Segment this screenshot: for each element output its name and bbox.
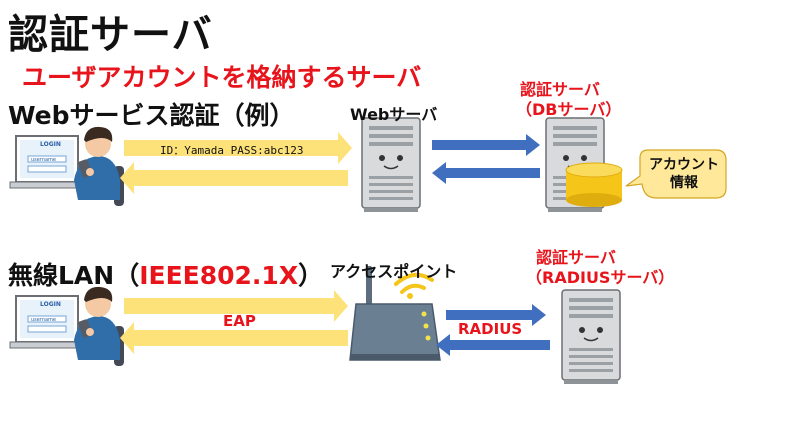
wlan-client-illustration <box>9 285 125 367</box>
eap-response-arrow <box>120 322 348 354</box>
db-auth-server-label-line2: （DBサーバ） <box>516 100 622 119</box>
web-server-label: Webサーバ <box>350 105 438 124</box>
account-info-text: アカウント 情報 <box>642 156 726 192</box>
web-section-heading: Webサービス認証（例） <box>8 101 295 130</box>
account-info-bubble <box>625 149 727 199</box>
db-response-arrow <box>432 162 540 184</box>
radius-label: RADIUS <box>458 320 523 338</box>
web-response-arrow <box>120 162 348 194</box>
page-title: 認証サーバ <box>8 12 213 58</box>
radius-request-arrow <box>446 304 546 326</box>
database-icon <box>565 162 623 207</box>
radius-server-label-line1: 認証サーバ <box>536 248 616 267</box>
account-info-line1: アカウント <box>649 157 719 173</box>
access-point-label: アクセスポイント <box>330 262 458 281</box>
wlan-login-text: LOGIN <box>40 301 61 308</box>
wlan-heading-suffix: ） <box>298 261 324 290</box>
db-auth-server-label-line1: 認証サーバ <box>520 80 600 99</box>
web-server-illustration <box>361 117 421 213</box>
web-username-text: username <box>31 157 56 163</box>
radius-server-label-line2: （RADIUSサーバ） <box>526 268 675 287</box>
wlan-username-text: username <box>31 317 56 323</box>
eap-request-arrow <box>124 290 348 322</box>
credentials-text: ID：Yamada PASS:abc123 <box>160 144 304 157</box>
eap-label: EAP <box>223 312 256 330</box>
wlan-section-heading: 無線LAN（IEEE802.1X） <box>8 256 323 292</box>
wifi-signal-icon <box>394 272 434 299</box>
access-point-illustration <box>349 266 441 361</box>
web-login-text: LOGIN <box>40 141 61 148</box>
page-subtitle: ユーザアカウントを格納するサーバ <box>22 63 422 92</box>
web-client-illustration <box>9 125 125 207</box>
radius-response-arrow <box>436 334 550 356</box>
wlan-heading-prefix: 無線LAN（ <box>8 261 140 290</box>
web-request-arrow <box>124 132 352 164</box>
radius-auth-server-illustration <box>561 289 621 385</box>
account-info-line2: 情報 <box>670 175 698 191</box>
db-query-arrow <box>432 134 540 156</box>
wlan-heading-standard: IEEE802.1X <box>139 261 299 290</box>
